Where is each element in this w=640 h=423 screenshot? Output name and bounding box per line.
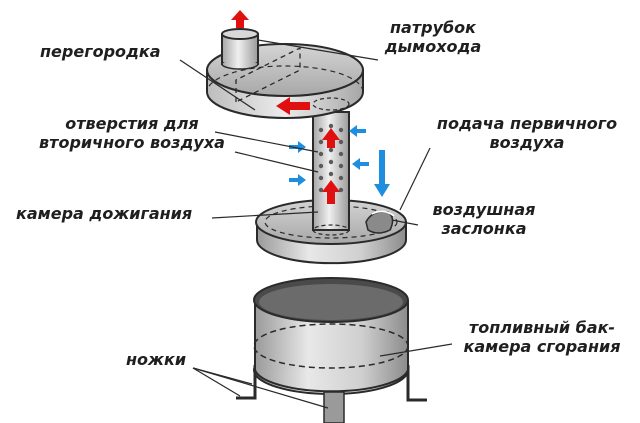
arrow-air-1 (349, 125, 366, 137)
legs-label: ножки (126, 350, 187, 369)
secondary-air-holes-label: отверстия для вторичного воздуха (16, 114, 248, 152)
leader-afterburner (211, 211, 319, 219)
chimney-pipe-label-line1: патрубок (389, 18, 477, 37)
leader-chimney (257, 39, 379, 61)
fuel-tank-label-line2: камера сгорания (463, 337, 621, 356)
primary-air-label-line1: подача первичного (436, 114, 618, 133)
arrow-tube-up-2 (322, 180, 340, 204)
air-damper-label: воздушная заслонка (424, 200, 544, 238)
arrow-chimney-up (231, 10, 249, 28)
air-damper-label-line1: воздушная (432, 200, 536, 219)
arrow-lid-left (276, 97, 310, 115)
leg-left (236, 365, 257, 400)
leader-holes-2 (234, 151, 319, 173)
chimney-pipe (221, 28, 259, 70)
secondary-air-holes-label-line1: отверстия для (65, 114, 199, 133)
leader-holes-1 (214, 131, 319, 153)
fuel-tank-label-line1: топливный бак- (468, 318, 616, 337)
fuel-tank-label: топливный бак- камера сгорания (444, 318, 640, 356)
leader-legs-1 (192, 367, 241, 397)
afterburner-label: камера дожигания (16, 204, 193, 223)
secondary-air-holes-label-line2: вторичного воздуха (39, 133, 225, 152)
chimney-pipe-label: патрубок дымохода (368, 18, 498, 56)
arrow-air-2 (352, 158, 369, 170)
leader-damper (391, 219, 419, 226)
leg-right (406, 365, 427, 402)
fuel-tank (236, 277, 427, 423)
leader-primary-air (399, 147, 431, 211)
air-damper-label-line2: заслонка (441, 219, 527, 238)
red-up-arrows (231, 10, 340, 204)
leg-front (323, 391, 345, 423)
arrow-tube-up-1 (322, 128, 340, 148)
arrow-air-3 (289, 141, 306, 153)
leader-tank (379, 343, 453, 357)
partition-line (235, 46, 301, 104)
arrow-air-4 (289, 174, 306, 186)
partition-label: перегородка (40, 42, 161, 61)
leader-partition (179, 59, 256, 111)
primary-air-label-line2: воздуха (489, 133, 565, 152)
arrow-air-down (374, 150, 390, 197)
blue-arrows (289, 125, 390, 197)
primary-air-label: подача первичного воздуха (422, 114, 632, 152)
leader-lines (179, 39, 453, 409)
chimney-pipe-label-line2: дымохода (384, 37, 482, 56)
leader-legs-3 (192, 367, 253, 385)
